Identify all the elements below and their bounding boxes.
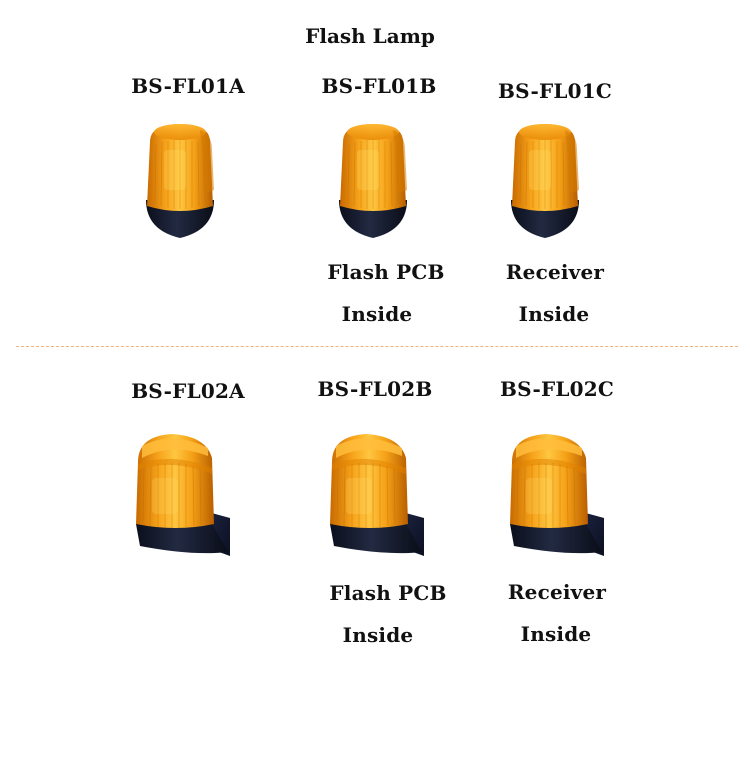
model-label-fl01a: BS-FL01A	[131, 74, 245, 98]
model-label-fl02c: BS-FL02C	[500, 377, 614, 401]
feature-label-flash-pcb: Flash PCB	[327, 260, 445, 284]
flash-lamp-wall-mount-icon	[326, 428, 426, 558]
flash-lamp-wall-mount-icon	[506, 428, 606, 558]
feature-label-inside: Inside	[520, 622, 592, 646]
feature-label-receiver: Receiver	[505, 260, 605, 284]
model-label-fl02a: BS-FL02A	[131, 379, 245, 403]
feature-label-inside: Inside	[342, 623, 414, 647]
feature-label-flash-pcb: Flash PCB	[329, 581, 447, 605]
flash-lamp-dome-icon	[505, 120, 585, 240]
flash-lamp-dome-icon	[333, 120, 413, 240]
feature-label-inside: Inside	[341, 302, 413, 326]
feature-label-receiver: Receiver	[507, 580, 607, 604]
section-divider	[16, 346, 738, 347]
flash-lamp-dome-icon	[140, 120, 220, 240]
model-label-fl01c: BS-FL01C	[498, 79, 612, 103]
page-title: Flash Lamp	[305, 24, 435, 48]
flash-lamp-wall-mount-icon	[132, 428, 232, 558]
feature-label-inside: Inside	[518, 302, 590, 326]
model-label-fl02b: BS-FL02B	[317, 377, 433, 401]
model-label-fl01b: BS-FL01B	[321, 74, 437, 98]
